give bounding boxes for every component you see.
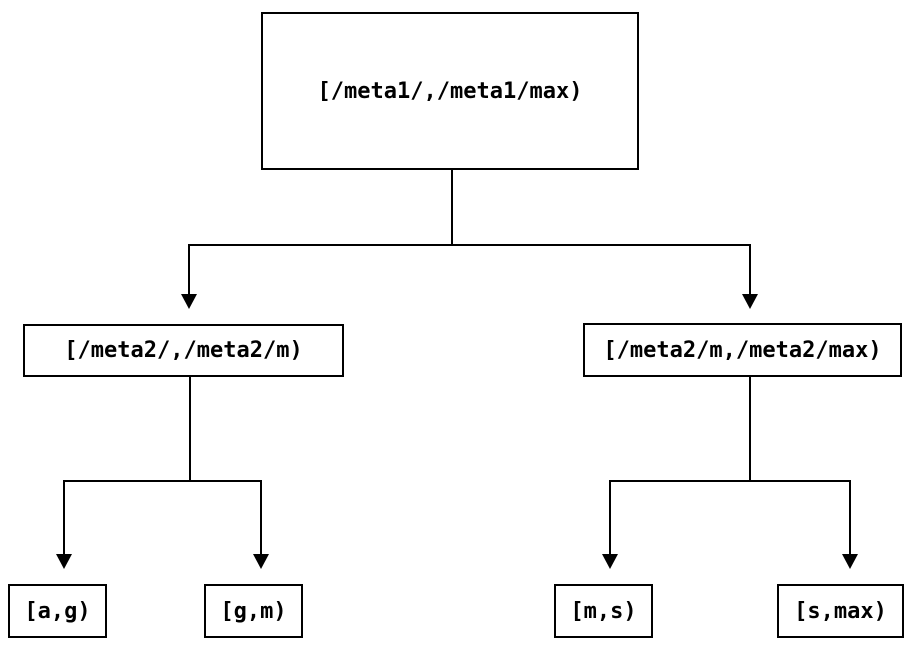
edge-root-stem xyxy=(451,170,453,246)
arrowhead-down-icon xyxy=(253,554,269,569)
edge-left-subtree-horizontal xyxy=(63,480,262,482)
arrowhead-down-icon xyxy=(602,554,618,569)
edge-left-child-stem xyxy=(189,376,191,482)
arrowhead-down-icon xyxy=(56,554,72,569)
tree-node-root: [/meta1/,/meta1/max) xyxy=(261,12,639,170)
edge-left-to-leaf-gm-drop xyxy=(260,480,262,555)
arrowhead-down-icon xyxy=(842,554,858,569)
edge-left-to-leaf-ag-drop xyxy=(63,480,65,555)
edge-right-to-leaf-ms-drop xyxy=(609,480,611,555)
tree-node-leaf-a-g: [a,g) xyxy=(8,584,107,638)
edge-root-to-right-drop xyxy=(749,244,751,295)
edge-level1-horizontal xyxy=(188,244,751,246)
tree-node-level2-right: [/meta2/m,/meta2/max) xyxy=(583,323,902,377)
tree-node-leaf-s-max: [s,max) xyxy=(777,584,904,638)
edge-right-to-leaf-smax-drop xyxy=(849,480,851,555)
arrowhead-down-icon xyxy=(742,294,758,309)
edge-right-subtree-horizontal xyxy=(609,480,851,482)
edge-root-to-left-drop xyxy=(188,244,190,295)
arrowhead-down-icon xyxy=(181,294,197,309)
edge-right-child-stem xyxy=(749,376,751,482)
tree-node-leaf-g-m: [g,m) xyxy=(204,584,303,638)
tree-node-leaf-m-s: [m,s) xyxy=(554,584,653,638)
tree-node-level2-left: [/meta2/,/meta2/m) xyxy=(23,324,344,377)
